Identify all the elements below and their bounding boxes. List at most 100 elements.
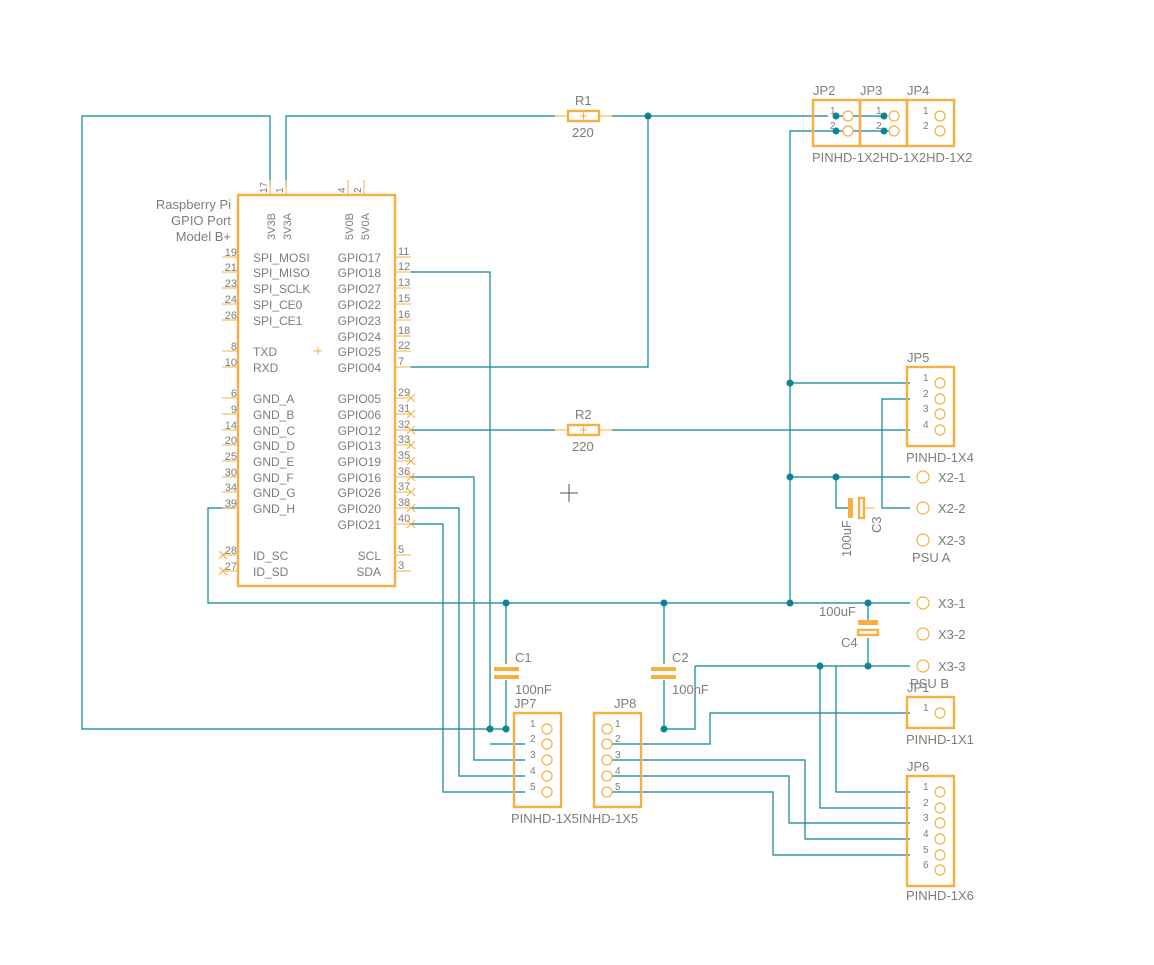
- wire-jp5-2-c3[interactable]: [881, 398, 910, 509]
- jp7-pad-4[interactable]: [541, 770, 553, 782]
- header-jp5[interactable]: 1 2 3 4 JP5 PINHD-1X4: [905, 350, 974, 465]
- jp6-pad-6[interactable]: [934, 864, 946, 876]
- jp5-pad-1[interactable]: [934, 377, 946, 389]
- header-jp2-jp3-jp4[interactable]: 1 2 1 2 1 2 JP2 JP3 JP4 PINHD-1X2HD-1X2H…: [811, 83, 972, 165]
- rpi-label-gpio22: GPIO22: [338, 298, 382, 312]
- wire-c3-neg[interactable]: [835, 477, 848, 509]
- wire-gpio18[interactable]: [410, 271, 506, 730]
- jp6-pad-5[interactable]: [934, 849, 946, 861]
- rpi-pin-30: 30: [225, 467, 237, 479]
- x2-3-pad[interactable]: [916, 533, 930, 547]
- jp8-pin-3: 3: [615, 750, 621, 761]
- rpi-top-label-3v3a: 3V3A: [282, 212, 294, 240]
- jp4-pad-1[interactable]: [934, 110, 946, 122]
- jp7-outline: [512, 711, 563, 809]
- rpi-label-gpio23: GPIO23: [338, 314, 382, 328]
- c4-plate-pos: [856, 628, 880, 637]
- jp6-pad-4[interactable]: [934, 833, 946, 845]
- wire-c2-right[interactable]: [664, 666, 696, 730]
- jp8-pad-2[interactable]: [601, 738, 613, 750]
- header-jp6[interactable]: 1 2 3 4 5 6 JP6 PINHD-1X6: [905, 759, 974, 903]
- header-jp7[interactable]: 1 2 3 4 5 JP7: [512, 696, 563, 809]
- jp2-outline: [811, 98, 862, 148]
- jp8-pin-4: 4: [615, 766, 621, 777]
- header-jp1[interactable]: 1 JP1 PINHD-1X1: [905, 680, 974, 747]
- rpi-top-pin-17: 17: [259, 181, 270, 193]
- x3-1-pad[interactable]: [916, 596, 930, 610]
- wire-jp8-3[interactable]: [605, 759, 910, 840]
- jp1-pad-1[interactable]: [934, 707, 946, 719]
- jp4-pad-2[interactable]: [934, 125, 946, 137]
- c2-name: C2: [672, 650, 689, 665]
- wire-gpio21[interactable]: [410, 523, 525, 793]
- jp6-pad-3[interactable]: [934, 817, 946, 829]
- jp6-pad-1[interactable]: [934, 786, 946, 798]
- capacitor-c3[interactable]: 100uF C3: [839, 496, 884, 557]
- jp8-pad-4[interactable]: [601, 770, 613, 782]
- jp7-pin-5: 5: [530, 782, 536, 793]
- jp7-pad-2[interactable]: [541, 738, 553, 750]
- rpi-origin-cross: [314, 347, 322, 355]
- jp6-pin-6: 6: [923, 860, 929, 871]
- jp6-pad-2[interactable]: [934, 802, 946, 814]
- jp6-pin-1: 1: [923, 782, 929, 793]
- psu-a-terminals[interactable]: X2-1 X2-2 X2-3 PSU A: [912, 470, 965, 565]
- wire-gpio04-r1[interactable]: [410, 116, 649, 368]
- capacitor-c2[interactable]: C2 100nF: [651, 650, 709, 697]
- x2-1-pad[interactable]: [916, 470, 930, 484]
- jp234-values: PINHD-1X2HD-1X2HD-1X2: [812, 150, 972, 165]
- wire-gpio16[interactable]: [410, 476, 525, 761]
- c1-name: C1: [515, 650, 532, 665]
- header-jp8[interactable]: 1 2 3 4 5 JP8: [592, 696, 643, 809]
- resistor-r1[interactable]: R1 220: [555, 93, 612, 140]
- rpi-pin-24: 24: [225, 294, 237, 306]
- jp5-pad-2[interactable]: [934, 393, 946, 405]
- jp7-pad-1[interactable]: [541, 723, 553, 735]
- jp2-pad-1[interactable]: [842, 110, 854, 122]
- capacitor-c4[interactable]: 100uF C4: [819, 604, 880, 650]
- x2-3-label: X2-3: [938, 533, 965, 548]
- jp3-pad-1[interactable]: [888, 110, 900, 122]
- jp8-pad-1[interactable]: [601, 723, 613, 735]
- x2-2-pad[interactable]: [916, 501, 930, 515]
- jp2-pad-2[interactable]: [842, 125, 854, 137]
- jp5-pad-3[interactable]: [934, 408, 946, 420]
- x3-3-pad[interactable]: [916, 659, 930, 673]
- raspberry-pi-symbol[interactable]: Raspberry Pi GPIO Port Model B+ 17 1 4 2…: [156, 180, 416, 588]
- c4-name: C4: [841, 635, 858, 650]
- jp2-name: JP2: [813, 83, 835, 98]
- jp3-pin-2: 2: [876, 121, 882, 132]
- wire-jp8-2-jp1[interactable]: [605, 712, 910, 745]
- rpi-label-gnd-a: GND_A: [253, 392, 294, 406]
- jp8-pad-5[interactable]: [601, 786, 613, 798]
- jp7-pad-5[interactable]: [541, 786, 553, 798]
- c1-plate-top: [494, 667, 519, 671]
- wire-gpio20[interactable]: [410, 507, 525, 777]
- wire-vertical-bus[interactable]: [789, 130, 828, 603]
- wire-jp6-2[interactable]: [819, 666, 910, 809]
- cursor-crosshair-icon: [560, 484, 578, 502]
- junction: [502, 725, 510, 733]
- jp5-pad-4[interactable]: [934, 424, 946, 436]
- rpi-label-gpio18: GPIO18: [338, 266, 382, 280]
- wire-pin17-loop[interactable]: [81, 115, 490, 730]
- psu-b-terminals[interactable]: X3-1 X3-2 X3-3 PSU B: [910, 596, 965, 691]
- junction: [644, 112, 652, 120]
- jp8-pad-3[interactable]: [601, 754, 613, 766]
- wire-jp8-5[interactable]: [605, 791, 910, 856]
- c1-value: 100nF: [515, 682, 552, 697]
- wire-gnd-rail[interactable]: [207, 507, 910, 604]
- jp7-pad-3[interactable]: [541, 754, 553, 766]
- junction: [864, 662, 872, 670]
- rpi-pin-28: 28: [225, 545, 237, 557]
- capacitor-c1[interactable]: C1 100nF: [494, 650, 552, 697]
- resistor-r2[interactable]: R2 220: [555, 407, 612, 454]
- rpi-pin-16: 16: [398, 309, 410, 321]
- jp3-pad-2[interactable]: [888, 125, 900, 137]
- wire-pin1-r1[interactable]: [285, 115, 555, 186]
- rpi-pin-25: 25: [225, 451, 237, 463]
- x3-2-pad[interactable]: [916, 627, 930, 641]
- wire-jp8-4[interactable]: [605, 775, 910, 824]
- wire-jp6-1[interactable]: [835, 666, 910, 793]
